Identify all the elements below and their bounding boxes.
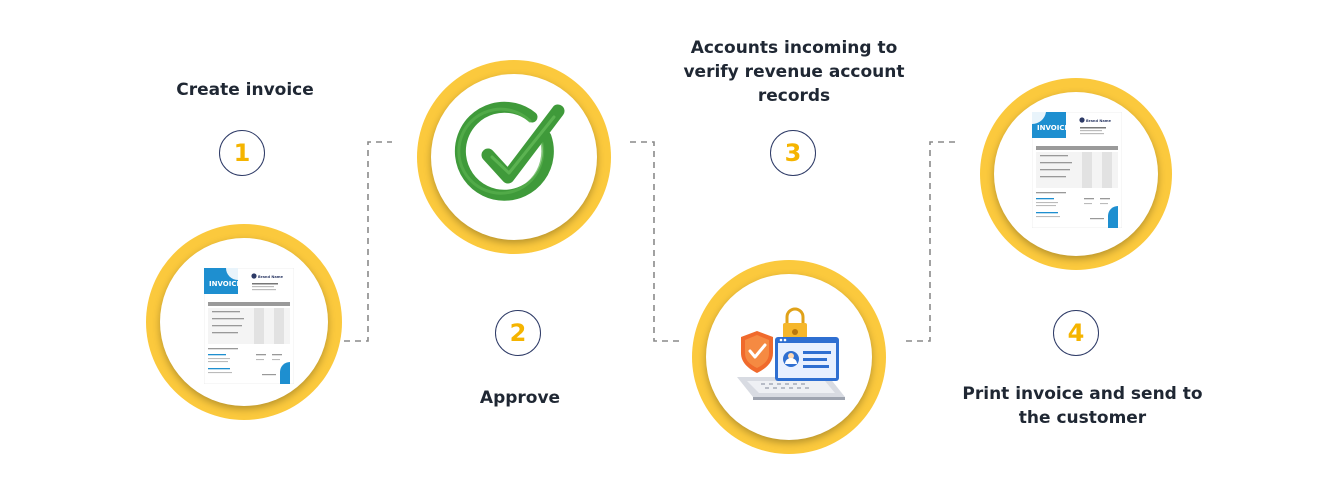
invoice-document-icon: INVOICE Brand Name xyxy=(1032,112,1122,228)
step-2-number: 2 xyxy=(495,310,541,356)
step-1-image-ring: INVOICE Brand Name xyxy=(146,224,342,420)
invoice-document-icon: INVOICE Brand Name xyxy=(204,268,294,384)
step-2-label: Approve xyxy=(479,388,561,408)
invoice-title-text: INVOICE xyxy=(209,280,241,288)
laptop-security-icon xyxy=(737,307,845,400)
step-2-image-ring xyxy=(417,60,611,254)
step-3-number: 3 xyxy=(770,130,816,176)
connector-1-2 xyxy=(344,141,392,342)
step-1-label: Create invoice xyxy=(176,80,314,100)
step-3-label: Accounts incoming to verify revenue acco… xyxy=(683,38,905,106)
step-4-label: Print invoice and send to the customer xyxy=(962,384,1203,428)
step-4-number: 4 xyxy=(1053,310,1099,356)
checkmark-icon xyxy=(454,101,565,201)
invoice-brand-text: Brand Name xyxy=(258,275,283,279)
invoice-brand-text: Brand Name xyxy=(1086,119,1111,123)
step-4-image-ring: INVOICE Brand Name xyxy=(980,78,1172,270)
step-3-image-ring xyxy=(692,260,886,454)
connector-3-4 xyxy=(906,141,960,342)
connector-2-3 xyxy=(630,141,684,342)
step-1-number: 1 xyxy=(219,130,265,176)
invoice-title-text: INVOICE xyxy=(1037,124,1069,132)
